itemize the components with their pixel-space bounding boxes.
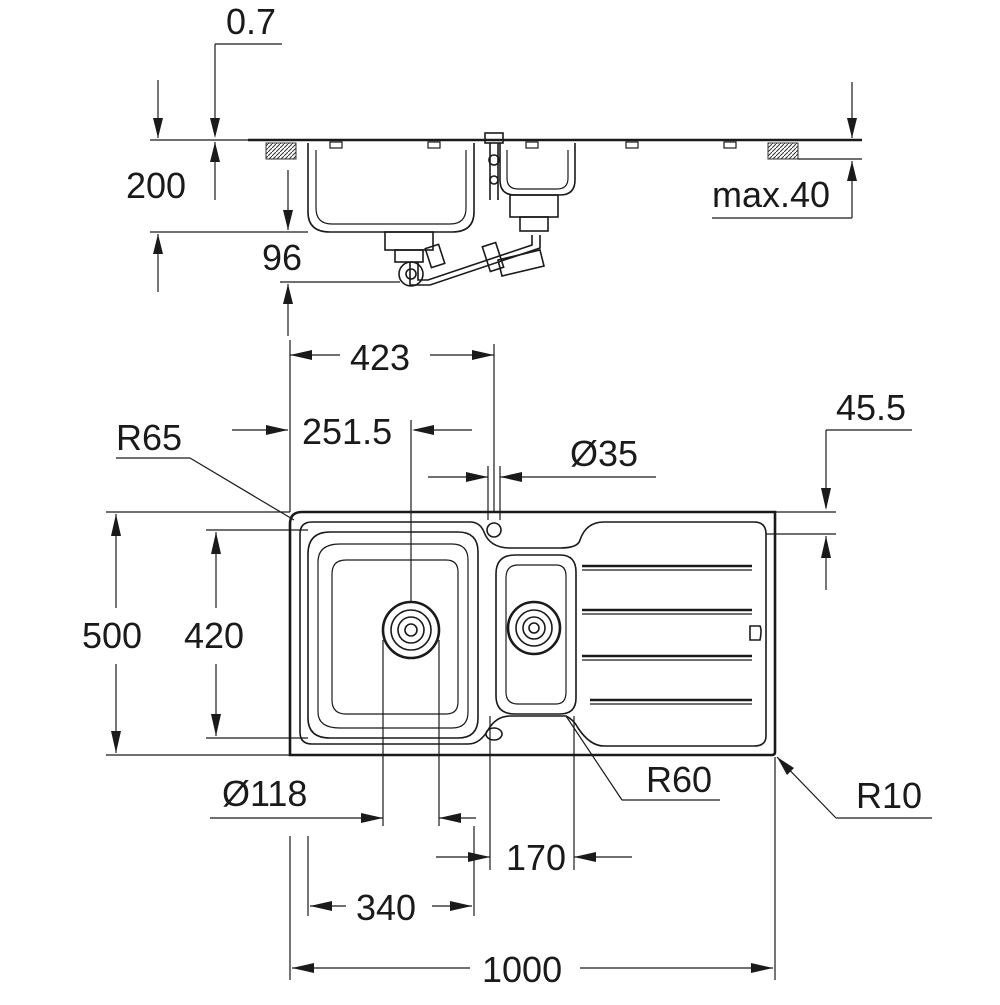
dim-bowl-center-offset: 251.5 — [302, 411, 392, 452]
trap-fitting — [398, 261, 424, 287]
dim-small-bowl-width: 170 — [506, 837, 566, 878]
dim-depth: 200 — [126, 165, 186, 206]
dim-worktop-max: max.40 — [712, 174, 830, 215]
label-small-bowl-radius: R60 — [646, 759, 712, 800]
label-corner-radius-outer: R65 — [116, 417, 182, 458]
worktop-left-section — [265, 142, 297, 160]
label-corner-radius-small: R10 — [856, 775, 922, 816]
dim-waste-diameter: Ø118 — [222, 773, 307, 814]
small-waste-icon — [506, 600, 562, 656]
dim-drain-height: 96 — [262, 237, 302, 278]
drainer-stop-icon — [749, 625, 762, 641]
dim-overall-depth: 500 — [82, 615, 142, 656]
overflow-hole — [485, 727, 503, 741]
plan-view: 423 251.5 R65 Ø35 45.5 — [82, 337, 932, 990]
main-bowl — [307, 531, 479, 739]
dim-edge-offset: 45.5 — [836, 387, 906, 428]
small-bowl — [495, 554, 577, 715]
dim-tap-hole-diameter: Ø35 — [570, 433, 638, 474]
dim-top-thickness: 0.7 — [226, 1, 276, 42]
main-waste-icon — [381, 600, 441, 660]
dim-overall-width-top: 423 — [350, 337, 410, 378]
dim-overall-length: 1000 — [482, 949, 562, 990]
sink-outline — [288, 510, 777, 757]
main-bowl-section — [307, 143, 475, 233]
tap-hole — [486, 522, 502, 538]
section-view: 0.7 200 96 max.40 — [126, 1, 862, 336]
dim-main-bowl-width: 340 — [356, 887, 416, 928]
worktop-right-section — [767, 142, 799, 160]
drainer-grooves — [582, 564, 752, 705]
dim-bowl-depth: 420 — [184, 615, 244, 656]
